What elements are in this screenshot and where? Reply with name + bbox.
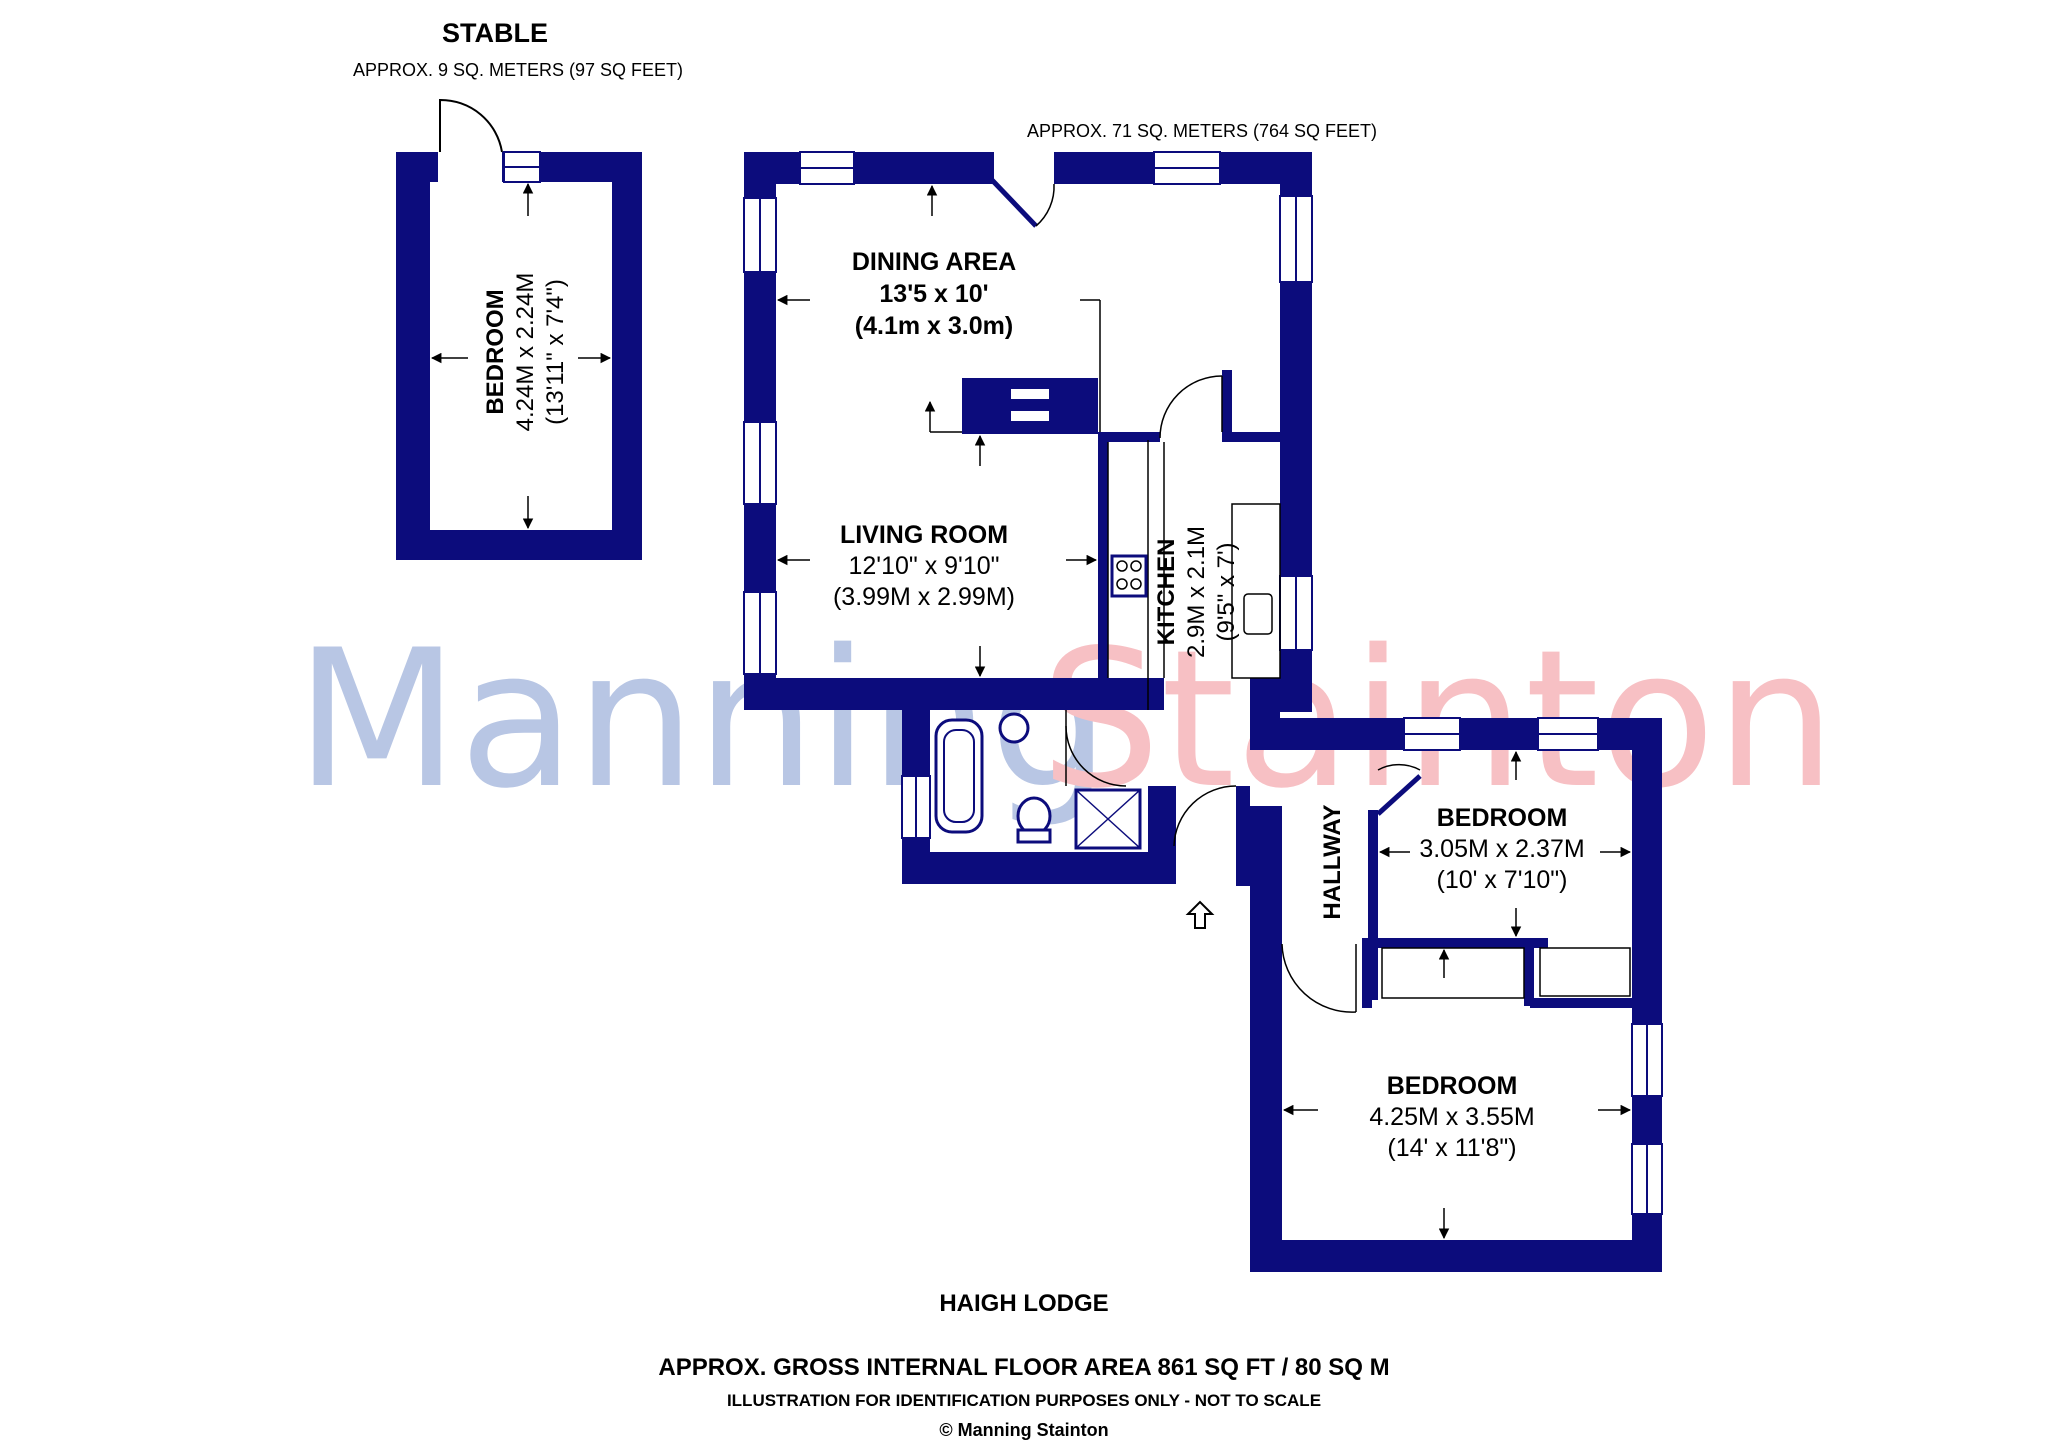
svg-text:(9'5" x 7'): (9'5" x 7'): [1213, 542, 1240, 641]
svg-text:BEDROOM: BEDROOM: [482, 289, 509, 414]
kitchen-label: KITCHEN 2.9M x 2.1M (9'5" x 7'): [1153, 526, 1240, 658]
svg-text:4.24M x 2.24M: 4.24M x 2.24M: [512, 273, 539, 432]
stable-title: STABLE: [442, 18, 548, 48]
footer: HAIGH LODGE APPROX. GROSS INTERNAL FLOOR…: [658, 1290, 1389, 1440]
svg-text:(13'11" x 7'4"): (13'11" x 7'4"): [542, 279, 569, 425]
svg-text:(3.99M x 2.99M): (3.99M x 2.99M): [833, 583, 1015, 611]
disclaimer: ILLUSTRATION FOR IDENTIFICATION PURPOSES…: [727, 1391, 1321, 1410]
bedroom-3-label: BEDROOM 4.25M x 3.55M (14' x 11'8"): [1369, 1072, 1534, 1162]
windows: [743, 151, 1663, 1215]
svg-text:13'5 x 10': 13'5 x 10': [879, 280, 988, 308]
living-room-label: LIVING ROOM 12'10" x 9'10" (3.99M x 2.99…: [833, 521, 1015, 611]
svg-text:2.9M x 2.1M: 2.9M x 2.1M: [1183, 526, 1210, 658]
svg-text:BEDROOM: BEDROOM: [1437, 804, 1568, 832]
svg-text:(14' x 11'8"): (14' x 11'8"): [1387, 1134, 1516, 1162]
svg-text:KITCHEN: KITCHEN: [1153, 539, 1180, 646]
stable-building: [396, 98, 642, 560]
entrance-arrow-icon: [1185, 900, 1215, 929]
dining-area-label: DINING AREA 13'5 x 10' (4.1m x 3.0m): [852, 248, 1016, 340]
doors: [1035, 183, 1421, 1013]
property-name: HAIGH LODGE: [939, 1290, 1108, 1317]
svg-text:4.25M x 3.55M: 4.25M x 3.55M: [1369, 1103, 1534, 1131]
svg-text:BEDROOM: BEDROOM: [1387, 1072, 1518, 1100]
copyright: © Manning Stainton: [939, 1420, 1108, 1440]
svg-text:(4.1m x 3.0m): (4.1m x 3.0m): [855, 312, 1013, 340]
hallway-label: HALLWAY: [1319, 804, 1346, 919]
bedroom-2-label: BEDROOM 3.05M x 2.37M (10' x 7'10"): [1419, 804, 1584, 894]
stable-bedroom-label: BEDROOM 4.24M x 2.24M (13'11" x 7'4"): [482, 273, 569, 432]
fixtures: [934, 442, 1631, 999]
svg-text:LIVING ROOM: LIVING ROOM: [840, 521, 1008, 549]
svg-text:3.05M x 2.37M: 3.05M x 2.37M: [1419, 835, 1584, 863]
svg-text:DINING AREA: DINING AREA: [852, 248, 1016, 276]
main-area: APPROX. 71 SQ. METERS (764 SQ FEET): [1027, 121, 1377, 141]
watermark-manning: Manning: [295, 609, 1110, 830]
gross-area: APPROX. GROSS INTERNAL FLOOR AREA 861 SQ…: [658, 1354, 1389, 1381]
svg-text:(10' x 7'10"): (10' x 7'10"): [1437, 866, 1568, 894]
svg-text:12'10" x 9'10": 12'10" x 9'10": [848, 552, 999, 580]
dimension-arrows: [430, 182, 1632, 1240]
stable-area: APPROX. 9 SQ. METERS (97 SQ FEET): [353, 60, 683, 80]
